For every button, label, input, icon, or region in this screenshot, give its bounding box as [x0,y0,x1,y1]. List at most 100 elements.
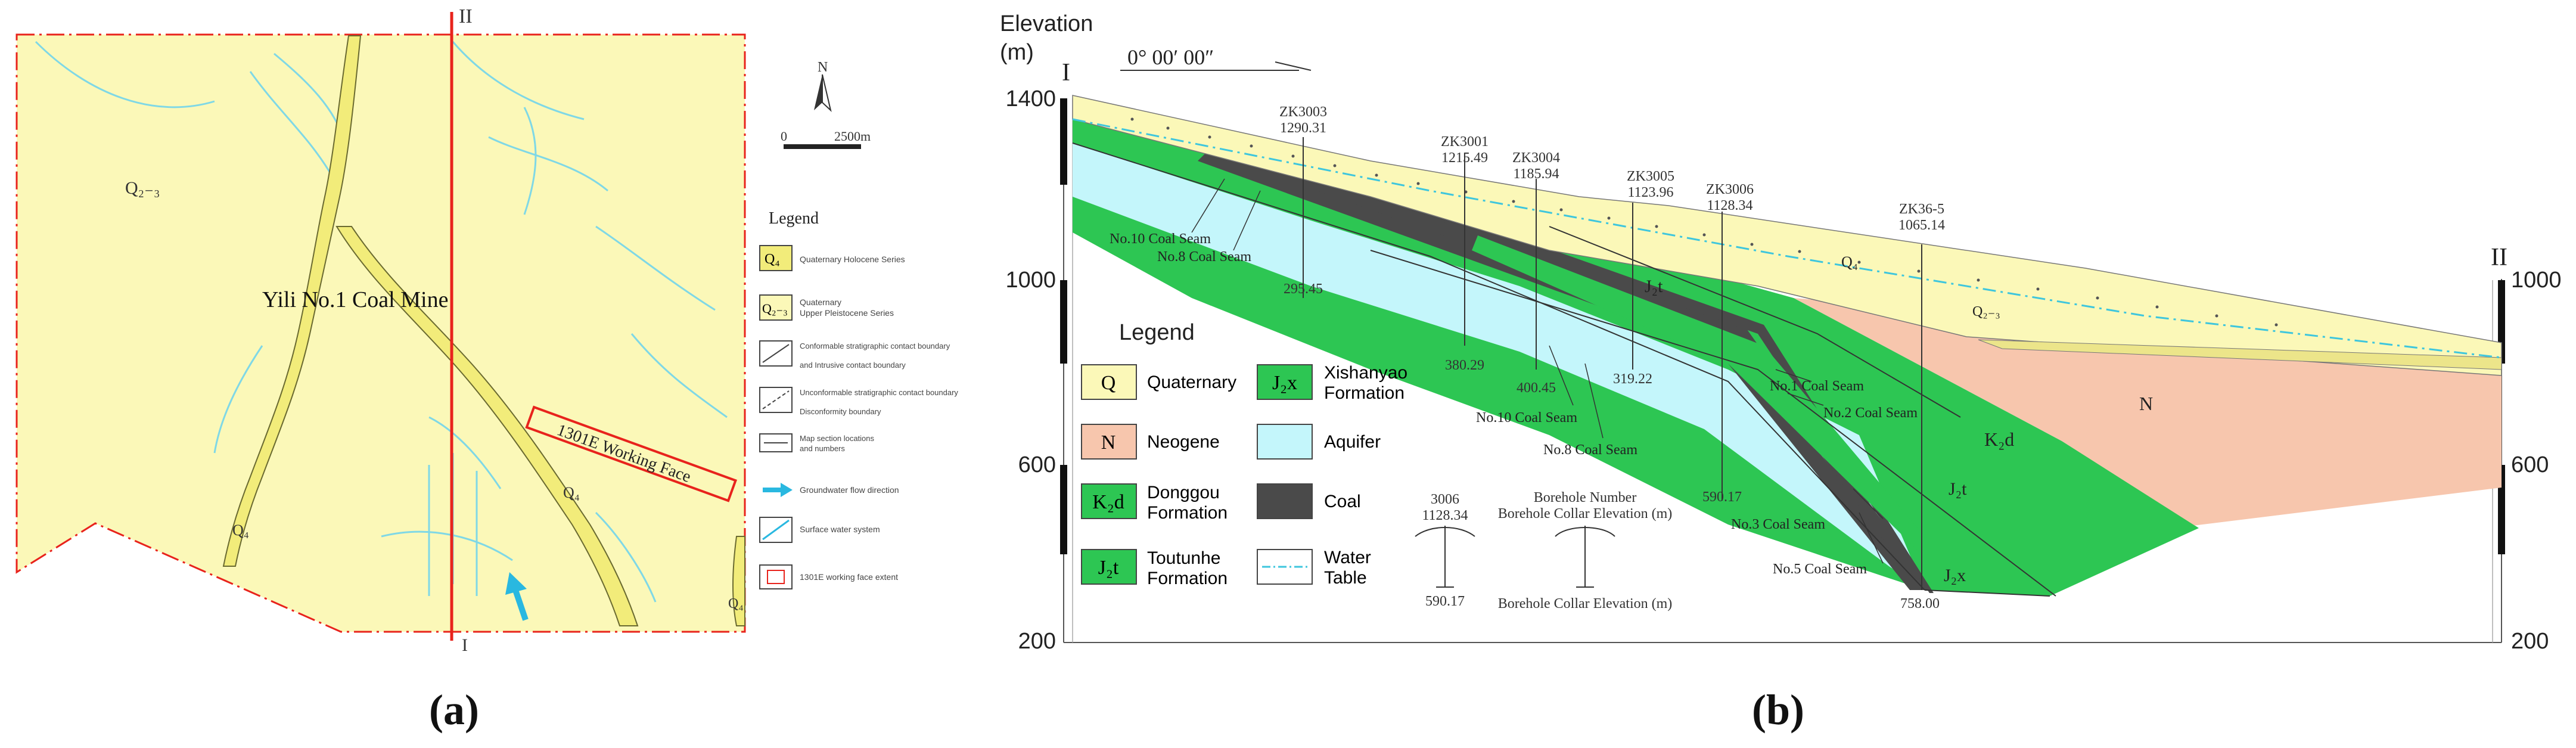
caption-a: (a) [429,686,479,734]
borehole-id: ZK3003 [1279,104,1327,120]
left-tick-labels: 1400 1000 600 200 [1005,86,1056,654]
map-legend-text: Map section locations [800,434,875,443]
map-legend-title: Legend [769,209,819,228]
unit-label: J₂t [1949,479,1967,499]
water-table [1072,118,2502,359]
key-borehole-id: 3006 [1431,492,1459,507]
borehole-collar: 1290.31 [1280,120,1326,136]
tick-label: 1000 [2511,268,2562,293]
legend-text: Donggou [1147,483,1220,502]
legend-text: Table [1324,568,1367,588]
cross-section: ZK3003 1290.31 295.45 ZK3001 1215.49 380… [1000,11,2562,734]
key-label-bottom: Borehole Collar Elevation (m) [1498,596,1673,612]
section-left-label: I [1062,59,1070,86]
unit-label: K₂d [1984,429,2014,450]
map-legend-symbol: Q₂₋₃ [762,301,788,316]
borehole-collar: 1128.34 [1707,198,1752,213]
key-borehole-collar: 1128.34 [1422,508,1468,523]
borehole-bottom: 590.17 [1702,489,1742,505]
caption-b: (b) [1752,686,1804,734]
map-legend-text: and Intrusive contact boundary [800,361,906,370]
borehole-bottom: 319.22 [1613,371,1652,387]
section-right-label: II [2491,244,2507,271]
unit-label-q4-c: Q₄ [728,596,744,612]
seam-label: No.2 Coal Seam [1823,405,1918,421]
seam-leaders [1191,178,1884,564]
section-legend-title: Legend [1119,320,1195,345]
borehole-id: ZK36-5 [1899,201,1944,217]
aquifer-band [1073,143,1925,590]
seam-label: No.10 Coal Seam [1110,231,1211,247]
borehole-bottom: 295.45 [1284,281,1323,297]
scale-start: 0 [781,129,787,144]
legend-symbol: Q [1101,372,1116,394]
seam-labels: No.10 Coal Seam No.8 Coal Seam No.10 Coa… [1110,231,1918,577]
plan-map: II I 1301E Working Face Yili No.1 Coal M… [15,5,958,734]
borehole-key: 3006 1128.34 590.17 Borehole Number Bore… [1415,490,1672,612]
elevation-scale-left [1060,98,1067,554]
borehole-collar: 1123.96 [1627,185,1673,200]
seam-label: No.5 Coal Seam [1773,561,1867,577]
right-tick-labels: 1000 600 200 [2511,268,2562,654]
seam-label: No.1 Coal Seam [1770,378,1864,394]
quaternary-dots [1130,117,2278,327]
borehole-collar: 1185.94 [1513,166,1559,182]
unit-label: N [2139,393,2153,414]
scale-end: 2500m [834,129,871,144]
seam-label: No.3 Coal Seam [1731,517,1825,532]
green-sliver [1472,235,1925,554]
river-northwest [222,35,362,567]
unit-label: J₂t [1645,277,1663,296]
borehole-id: ZK3001 [1441,134,1489,150]
north-arrow-icon: N [814,60,832,112]
unit-label: J₂x [1944,566,1966,585]
map-legend: Legend Q₄ Quaternary Holocene Series Q₂₋… [759,209,958,589]
mine-label: Yili No.1 Coal Mine [262,287,448,312]
bearing-text: 0° 00′ 00″ [1127,45,1214,69]
legend-text: Formation [1324,383,1404,403]
tick-label: 200 [2511,629,2549,654]
borehole-id: ZK3006 [1706,182,1754,197]
legend-text: Formation [1147,569,1228,588]
borehole-id: ZK3004 [1512,150,1560,166]
quaternary-hatched [1978,339,2502,370]
legend-text: Coal [1324,492,1361,511]
formation-boundaries [1072,142,2056,597]
section-top-label: II [459,5,473,27]
legend-symbol: K₂d [1092,491,1124,513]
unit-labels: Q₄ Q₂₋₃ J₂t K₂d J₂t J₂x N [1645,253,2153,585]
map-legend-text: Quaternary [800,297,841,307]
legend-text: Formation [1147,503,1228,523]
legend-text: Aquifer [1324,432,1381,452]
unit-label: Q₄ [1841,253,1858,271]
borehole-collar: 1215.49 [1441,150,1488,166]
tick-label: 600 [2511,452,2549,477]
tick-label: 1000 [1005,268,1056,293]
legend-text: Neogene [1147,432,1220,452]
groundwater-flow-arrow [505,572,529,621]
river-southeast [335,226,639,626]
legend-symbol: J₂t [1098,557,1119,579]
unit-label-q4-a: Q₄ [232,522,249,539]
map-legend-text: Groundwater flow direction [800,485,899,495]
map-legend-symbol: Q₄ [765,252,780,267]
borehole-bottom: 400.45 [1517,380,1556,396]
section-bottom-label: I [462,635,468,655]
river-east [732,536,745,626]
seam-label: No.8 Coal Seam [1543,442,1637,458]
map-legend-text: Disconformity boundary [800,407,881,416]
unit-label-q4-b: Q₄ [563,484,580,501]
borehole-bottom: 758.00 [1900,596,1940,612]
north-label: N [818,60,828,75]
elevation-label: Elevation [1000,11,1093,36]
key-label-number: Borehole Number [1534,490,1637,505]
legend-text: Quaternary [1147,373,1236,392]
map-legend-text: Quaternary Holocene Series [800,254,905,264]
tick-label: 600 [1018,452,1056,477]
bearing-indicator: 0° 00′ 00″ [1120,45,1312,71]
unit-label-q23: Q₂₋₃ [125,178,160,198]
map-legend-text: 1301E working face extent [800,572,898,582]
section-legend: Legend Q Quaternary N Neogene K₂d Donggo… [1081,320,1407,588]
tick-label: 200 [1018,629,1056,654]
